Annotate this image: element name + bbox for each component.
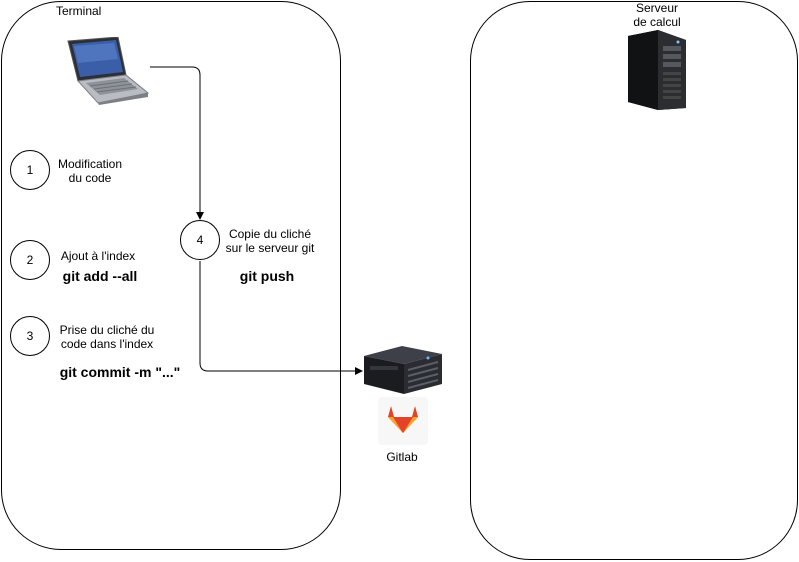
step-1-label-line1: Modification (57, 157, 123, 171)
step-3-label-line2: code dans l'index (60, 337, 154, 351)
step-4-circle: 4 (180, 220, 220, 260)
terminal-zone (1, 1, 341, 550)
gitlab-label: Gitlab (386, 450, 418, 464)
terminal-title: Terminal (56, 4, 102, 18)
step-2-command: git add --all (62, 268, 138, 284)
step-4-command: git push (239, 268, 295, 284)
server-title-line1: Serveur (635, 1, 679, 15)
step-2-label: Ajout à l'index (60, 249, 136, 263)
step-3-circle: 3 (10, 316, 50, 356)
step-1-label-line2: du code (68, 171, 112, 185)
step-4-label-line2: sur le serveur git (225, 241, 315, 255)
step-3-label-line1: Prise du cliché du (59, 323, 155, 337)
step-4-label-line1: Copie du cliché (228, 227, 312, 241)
gitlab-logo-icon (378, 397, 428, 445)
push-to-gitlab-arrow (199, 261, 363, 375)
server-title-line2: de calcul (633, 15, 681, 29)
step-2-circle: 2 (10, 240, 50, 280)
step-3-command: git commit -m "..." (59, 364, 181, 380)
step-1-circle: 1 (10, 150, 50, 190)
laptop-to-push-arrow (150, 66, 204, 220)
